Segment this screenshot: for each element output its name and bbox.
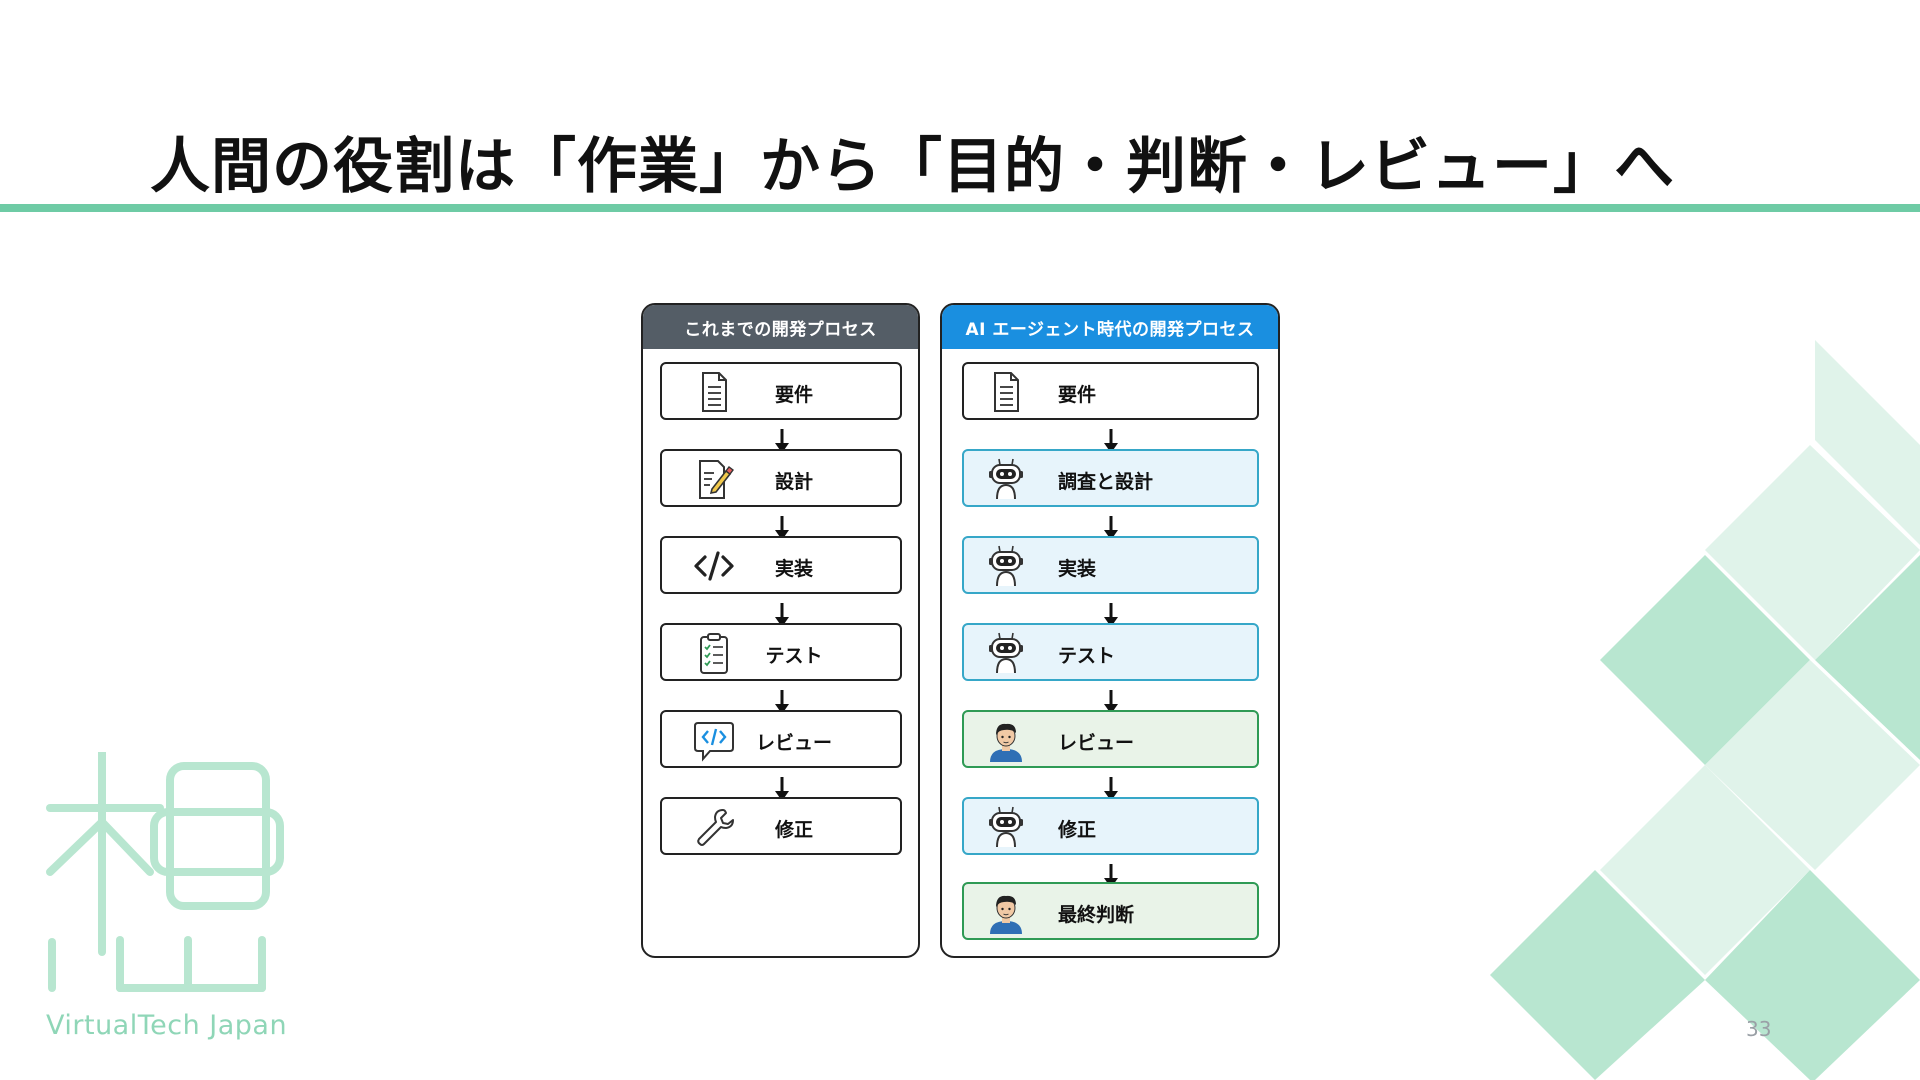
new-step-final-decision: 最終判断 bbox=[962, 882, 1259, 940]
code-review-icon bbox=[694, 722, 734, 762]
document-icon bbox=[702, 372, 727, 412]
down-arrow-icon bbox=[775, 690, 789, 714]
down-arrow-icon bbox=[775, 603, 789, 627]
robot-icon bbox=[989, 545, 1023, 587]
step-label: 設計 bbox=[774, 471, 813, 493]
step-label: 修正 bbox=[1058, 819, 1097, 841]
down-arrow-icon bbox=[775, 429, 789, 453]
old-step-review: レビュー bbox=[660, 710, 902, 768]
wrench-icon bbox=[697, 809, 734, 846]
step-label: 要件 bbox=[1058, 384, 1097, 406]
person-icon bbox=[990, 723, 1022, 762]
new-step-fix: 修正 bbox=[962, 797, 1259, 855]
document-icon bbox=[994, 372, 1019, 412]
clipboard-checklist-icon bbox=[700, 633, 728, 674]
down-arrow-icon bbox=[775, 516, 789, 540]
step-label: 実装 bbox=[774, 558, 813, 580]
old-process-header: これまでの開発プロセス bbox=[643, 305, 918, 349]
robot-icon bbox=[989, 458, 1023, 500]
step-label: テスト bbox=[765, 645, 823, 667]
new-step-review: レビュー bbox=[962, 710, 1259, 768]
old-step-implementation: 実装 bbox=[660, 536, 902, 594]
down-arrow-icon bbox=[775, 777, 789, 801]
step-label: テスト bbox=[1058, 645, 1116, 667]
virtualtech-logo-icon bbox=[46, 752, 284, 992]
new-step-test: テスト bbox=[962, 623, 1259, 681]
old-process-panel: これまでの開発プロセス 要件 設計 実装 bbox=[641, 303, 920, 958]
step-label: 要件 bbox=[774, 384, 813, 406]
old-step-fix: 修正 bbox=[660, 797, 902, 855]
step-label: 実装 bbox=[1058, 558, 1097, 580]
old-step-design: 設計 bbox=[660, 449, 902, 507]
new-process-panel: AI エージェント時代の開発プロセス 要件 調査と設計 bbox=[940, 303, 1280, 958]
step-label: レビュー bbox=[755, 732, 832, 754]
down-arrow-icon bbox=[1104, 429, 1118, 453]
new-step-implementation: 実装 bbox=[962, 536, 1259, 594]
step-label: 最終判断 bbox=[1058, 904, 1135, 926]
person-icon bbox=[990, 895, 1022, 934]
down-arrow-icon bbox=[1104, 603, 1118, 627]
down-arrow-icon bbox=[1104, 777, 1118, 801]
page-number: 33 bbox=[1746, 1017, 1772, 1041]
old-step-requirements: 要件 bbox=[660, 362, 902, 420]
design-edit-icon bbox=[699, 460, 734, 499]
robot-icon bbox=[989, 632, 1023, 674]
step-label: レビュー bbox=[1058, 732, 1135, 754]
old-step-test: テスト bbox=[660, 623, 902, 681]
down-arrow-icon bbox=[1104, 690, 1118, 714]
new-step-requirements: 要件 bbox=[962, 362, 1259, 420]
brand-name: VirtualTech Japan bbox=[46, 1010, 288, 1041]
code-icon bbox=[694, 551, 734, 581]
robot-icon bbox=[989, 806, 1023, 848]
down-arrow-icon bbox=[1104, 516, 1118, 540]
step-label: 調査と設計 bbox=[1058, 471, 1154, 493]
step-label: 修正 bbox=[774, 819, 813, 841]
new-process-header: AI エージェント時代の開発プロセス bbox=[942, 305, 1278, 349]
new-step-research-design: 調査と設計 bbox=[962, 449, 1259, 507]
title-underline bbox=[0, 204, 1920, 212]
decorative-diamond-pattern bbox=[1490, 340, 1920, 1080]
slide-title: 人間の役割は「作業」から「目的・判断・レビュー」へ bbox=[150, 132, 1675, 202]
